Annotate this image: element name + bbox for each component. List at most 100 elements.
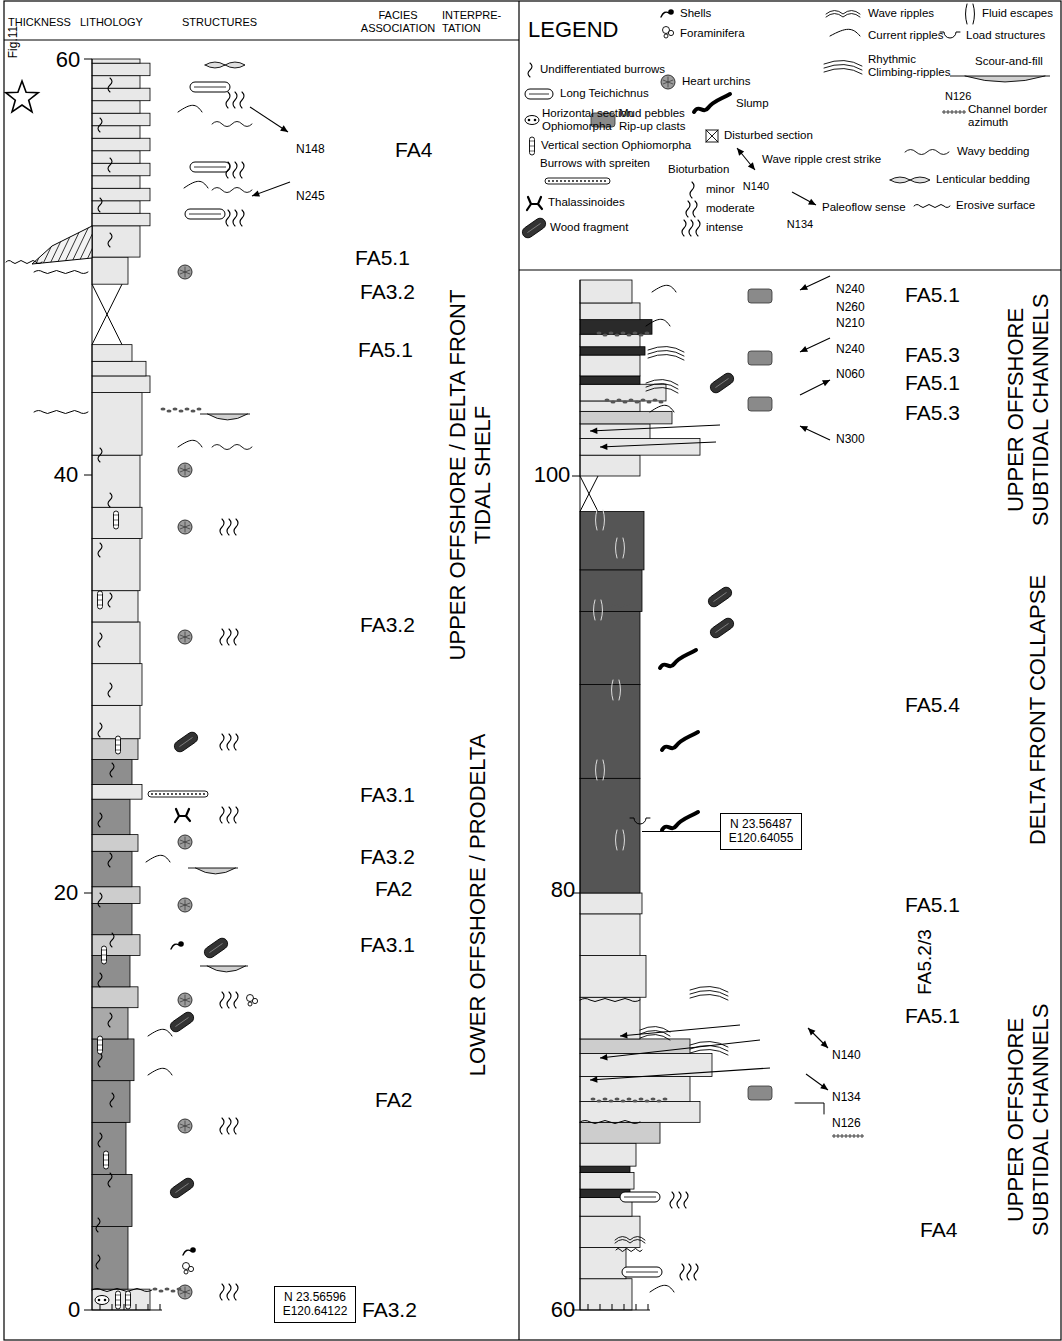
grain-size-axis [580,1310,650,1311]
arrow-shaft [250,107,288,132]
lithology-bed [92,163,150,176]
panel-frame [4,1,1061,1340]
wood-fragment-body [706,585,734,609]
legend-text: minor [706,183,735,195]
wood-fragment-symbol [708,371,736,395]
heart-urchin-petals [180,1121,190,1131]
wood-grain [715,378,728,387]
lithology-bed [580,1039,690,1054]
lithology-bed [92,63,150,76]
legend-text: Disturbed section [724,129,813,141]
paleoflow-arrow [800,426,830,440]
rip-up-clast [161,407,166,410]
channel-border-dot [951,111,953,113]
rip-up-clast [177,1287,182,1290]
lithology-bed [92,1289,150,1310]
bioturbation-symbol [689,220,693,236]
bioturbation-symbol [227,519,231,535]
grain-size-tick [648,1304,649,1310]
spreiten-dot [580,180,582,182]
rip-up-clast [185,407,190,410]
thalassinoides-symbol [175,809,190,822]
frame [4,1,1061,1340]
lithology-bed [580,401,640,411]
lithology-bed [92,799,130,834]
wood-fragment-body [202,936,230,960]
lithology-bed [580,1216,640,1247]
legend-text: Thalassinoides [548,196,625,208]
bioturbation-symbol [227,1284,231,1300]
ophiomorpha-wall [126,1305,131,1306]
lithology-bed [92,361,146,376]
facies-code: FA5.1 [358,338,413,361]
depth-number-holder: 60 [56,47,80,72]
panel-divider [518,1,519,1340]
hatch-line [55,222,77,268]
current-ripple-symbol [652,285,676,292]
facies-code-holder: FA5.1 [905,893,960,917]
climbing-ripple-symbol [690,994,728,1000]
erosive-surface-symbol [914,205,950,208]
spreiten-dot [159,793,161,795]
wood-grain [175,1183,188,1192]
facies-code: FA4 [920,1218,957,1241]
column-header: INTERPRE- TATION [442,9,501,34]
paleoflow-azimuth: N148 [296,142,325,156]
erosive-surface-symbol [580,999,640,1002]
hatch-line [48,222,70,268]
lithology-bed [92,739,138,760]
rip-up-clast [619,604,624,607]
channel-border-dot [943,111,945,113]
legend-azimuth: N126 [945,90,971,102]
burrow-symbol [98,543,102,557]
grain-size-tick [124,1304,125,1310]
lithology-bed [92,935,140,956]
climbing-ripple-symbol [690,1049,728,1055]
wood-fragment-symbol [202,936,230,960]
bioturbation-symbol [220,519,224,535]
heart-urchin-petals [180,632,190,642]
facies-code-holder: FA5.1 [355,246,410,270]
lithology-bed [580,320,652,335]
spreiten-dot [600,180,602,182]
facies-code: FA5.1 [905,1004,960,1027]
rip-up-clast [625,602,630,605]
ophiomorpha-pellet [534,119,537,122]
teichichnus-spreite [529,94,549,95]
interpretation-label-holder: UPPER OFFSHORE SUBTIDAL CHANNELS [1003,990,1054,1250]
depth-number: 20 [54,880,78,905]
bioturbation-symbol [234,629,238,645]
lithology-bed [580,956,646,998]
rip-up-clast [641,398,646,401]
ophiomorpha-vertical-symbol [102,946,107,964]
bioturbation-symbol [220,734,224,750]
scour-top-line [188,868,238,869]
lithology-bed [92,785,142,800]
burrow-symbol [528,63,532,77]
lithology-bed [92,903,132,934]
arrow-shaft [800,380,830,395]
spreiten-dot [588,180,590,182]
hatch-line [83,222,105,268]
mud-pebble-symbol [748,397,772,411]
legend-text: Lenticular bedding [936,173,1030,185]
fluid-escape-symbol [594,600,603,620]
erosive-surface-symbol [6,261,42,264]
bioturbation-symbol [233,92,237,108]
lithology-bed [92,987,138,1008]
bioturbation-symbol [233,210,237,226]
mud-pebble-symbol [748,351,772,365]
wood-fragment-body [520,216,548,240]
burrow-symbol [98,893,102,907]
ophiomorpha-wall [126,1300,131,1301]
lithology-bed [580,612,640,685]
channel-border-dot [857,1135,859,1137]
bioturbation-symbol [234,1118,238,1134]
legend-entry: Long Teichichnus [560,87,649,100]
depth-number-holder: 20 [54,880,78,905]
facies-code: FA3.2 [360,845,415,868]
coordinate-box: N 23.56487 E120.64055 [720,813,802,850]
paleoflow-arrow [252,182,290,197]
bioturbation-symbol [234,807,238,823]
burrow-symbol [98,633,102,647]
